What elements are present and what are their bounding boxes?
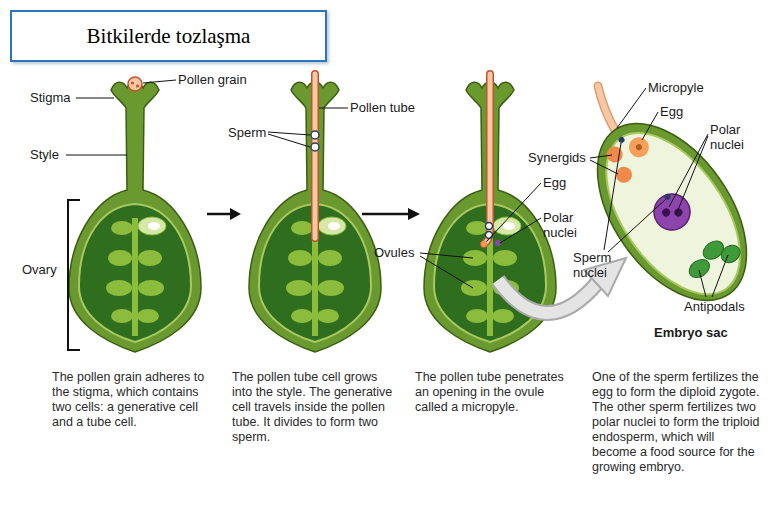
arrow-line: [207, 213, 232, 216]
step-arrow: [362, 208, 420, 220]
part-label: Egg: [543, 175, 583, 190]
arrow-line: [362, 213, 410, 216]
step-arrow: [207, 208, 241, 220]
leader-line: [268, 134, 310, 147]
leader-line: [590, 160, 618, 174]
arrow-head: [408, 208, 420, 220]
pollen-cell: [136, 84, 139, 87]
egg-cell: [625, 133, 653, 161]
sperm-nucleus: [617, 136, 625, 144]
pollen-grain: [128, 77, 142, 91]
part-label: Embryo sac: [654, 325, 744, 340]
leader-line: [76, 98, 114, 99]
leader-line: [642, 112, 658, 140]
ovary-bracket: [68, 200, 80, 350]
pistil-1: [69, 77, 201, 352]
sperm-cell: [311, 143, 319, 151]
pistil-shape: [69, 82, 201, 352]
title-text: Bitkilerde tozlaşma: [87, 24, 251, 49]
part-label: Sperm nuclei: [573, 250, 623, 280]
leader-line: [268, 132, 310, 135]
part-label: Polar nuclei: [543, 210, 588, 240]
pollen-tube-inner: [313, 74, 318, 238]
pollen-tube-inner: [598, 86, 616, 132]
ovule-wall: [567, 97, 770, 327]
zoom-arrow-body: [498, 280, 598, 313]
sperm-cell: [311, 131, 319, 139]
leader-line: [590, 155, 612, 158]
leader-line: [604, 143, 621, 250]
step-caption: The pollen tube cell grows into the styl…: [232, 370, 397, 445]
leader-line: [617, 88, 646, 128]
leader-line: [712, 255, 728, 297]
part-label: Ovules: [374, 245, 424, 260]
pollen-tube: [484, 74, 490, 244]
zoom-arrow-fill: [498, 280, 598, 313]
leader-line: [143, 80, 176, 83]
part-label: Micropyle: [648, 80, 728, 95]
sperm-cell: [486, 223, 493, 230]
part-label: Stigma: [30, 90, 80, 105]
antipodal: [686, 256, 713, 282]
pistil-2: [249, 74, 381, 352]
antipodal: [718, 242, 744, 267]
pollen-tube: [311, 74, 319, 238]
egg-nucleus: [635, 143, 643, 151]
part-label: Synergids: [528, 150, 594, 165]
arrow-head: [230, 208, 241, 220]
pollen-tube: [598, 86, 616, 132]
leader-line: [486, 183, 541, 242]
leader-line: [500, 218, 541, 243]
part-label: Pollen tube: [350, 100, 440, 115]
leader-line: [420, 253, 473, 258]
polar-nuclei: [647, 187, 697, 237]
leader-lines: [66, 80, 728, 350]
leader-line: [66, 155, 127, 156]
leader-line: [699, 270, 706, 297]
part-label: Egg: [660, 104, 700, 119]
step-caption: The pollen tube penetrates an opening in…: [415, 370, 575, 415]
step-caption: One of the sperm fertilizes the egg to f…: [592, 370, 760, 475]
title-box: Bitkilerde tozlaşma: [10, 10, 327, 62]
leader-line: [669, 134, 708, 207]
embryo-sac: [567, 97, 770, 327]
part-label: Sperm: [228, 125, 270, 140]
part-label: Pollen grain: [178, 72, 268, 87]
pollen-cell: [131, 81, 134, 84]
polar-nucleus: [661, 207, 672, 218]
part-label: Ovary: [22, 262, 66, 277]
part-label: Polar nuclei: [710, 122, 760, 152]
leader-line: [420, 256, 473, 288]
leader-line: [608, 199, 666, 252]
part-label: Style: [30, 147, 70, 162]
part-label: Antipodals: [684, 299, 764, 314]
pollen-tube-inner: [484, 74, 490, 244]
synergid: [604, 143, 626, 165]
step-caption: The pollen grain adheres to the stigma, …: [52, 370, 217, 430]
embryo-sac-interior: [579, 110, 766, 318]
sperm-cell: [486, 232, 493, 239]
leader-line: [319, 108, 348, 109]
leader-line: [676, 136, 708, 215]
